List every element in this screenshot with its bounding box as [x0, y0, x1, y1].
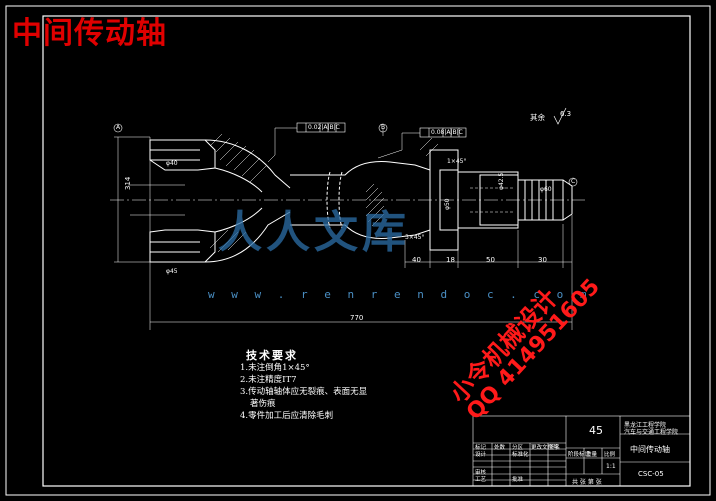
dim-dia-5: φ60 — [540, 186, 552, 193]
tb-label-mark: 标记 — [475, 445, 487, 451]
yoke-fork — [149, 139, 291, 263]
tech-requirements-title: 技术要求 — [246, 349, 298, 362]
tolerance-frame-1-text: 0.02|A|B|C — [308, 124, 340, 131]
bottom-dims — [150, 215, 573, 330]
tb-label-approve: 批准 — [512, 477, 524, 483]
tech-req-item: 著伤痕 — [250, 399, 276, 409]
tb-label-process: 工艺 — [475, 477, 487, 483]
tb-label-design: 设计 — [475, 452, 487, 458]
roughness-value: 6.3 — [560, 110, 572, 118]
shaft-hatch — [365, 137, 439, 227]
datum-c: C — [571, 178, 576, 185]
tb-label-standardize: 标准化 — [512, 452, 529, 458]
dim-dia-1: φ40 — [166, 160, 178, 167]
datum-b: B — [381, 124, 386, 131]
tech-requirements: 技术要求 1.未注倒角1×45° 2.未注精度IT7 3.传动轴轴体应无裂痕、表… — [240, 350, 367, 422]
tb-label-count: 处数 — [494, 445, 506, 451]
dim-dia-3: φ42.5 — [498, 172, 505, 190]
datum-markers — [113, 123, 578, 187]
tech-req-item: 4.零件加工后应清除毛刺 — [240, 411, 334, 421]
dim-40: 40 — [412, 256, 421, 264]
roughness-label: 其余 — [530, 113, 545, 122]
tb-part-name: 中间传动轴 — [630, 445, 670, 454]
tb-label-change-no: 更改文件号 — [531, 445, 559, 451]
dim-overall-length: 770 — [350, 314, 364, 322]
dim-dia-4: φ50 — [444, 198, 451, 210]
dim-314: 314 — [124, 176, 132, 190]
tb-school: 黑龙江工程学院 — [624, 422, 667, 429]
tb-label-zone: 分区 — [512, 445, 524, 451]
tb-school-2: 汽车与交通工程学院 — [624, 429, 679, 436]
shaft-hidden — [470, 187, 515, 213]
datum-a: A — [116, 124, 121, 131]
tech-req-item: 2.未注精度IT7 — [240, 375, 297, 385]
tb-label-weight: 重量 — [586, 452, 598, 458]
dim-chamfer-2: 3×45° — [405, 234, 425, 241]
dim-chamfer-1: 1×45° — [447, 158, 467, 165]
leaders — [267, 127, 420, 163]
shaft-body — [290, 149, 573, 251]
tb-drawing-no: CSC-05 — [638, 470, 664, 478]
tolerance-frame-2 — [419, 127, 467, 138]
tech-req-item: 3.传动轴轴体应无裂痕、表面无显 — [240, 387, 368, 397]
tb-label-review: 审核 — [475, 470, 487, 476]
yoke-hatch — [209, 133, 267, 253]
tb-scale: 1:1 — [606, 463, 616, 470]
tb-label-stage: 阶段标记 — [568, 452, 591, 458]
dim-50: 50 — [486, 256, 495, 264]
tolerance-frame-1 — [296, 122, 346, 133]
tb-sheet-info: 共 张 第 张 — [572, 479, 602, 486]
tb-label-scale: 比例 — [604, 452, 616, 458]
drawing-frame — [42, 15, 691, 487]
yoke-dims — [114, 136, 185, 330]
tb-label-signature: 签名 — [549, 445, 561, 451]
roughness-symbol — [553, 107, 567, 125]
dim-30: 30 — [538, 256, 547, 264]
tolerance-frame-2-text: 0.08|A|B|C — [431, 129, 463, 136]
dim-18: 18 — [446, 256, 455, 264]
tech-req-item: 1.未注倒角1×45° — [240, 363, 310, 373]
watermark-logo: 人人文库 — [218, 207, 410, 258]
title-block — [472, 415, 691, 487]
drawing-title-stamp: 中间传动轴 — [12, 16, 167, 51]
outer-border — [5, 5, 711, 496]
tb-material: 45 — [589, 424, 603, 437]
watermark-url: w w w . r e n r e n d o c . c o m — [208, 288, 592, 301]
dim-dia-2: φ45 — [166, 268, 178, 275]
